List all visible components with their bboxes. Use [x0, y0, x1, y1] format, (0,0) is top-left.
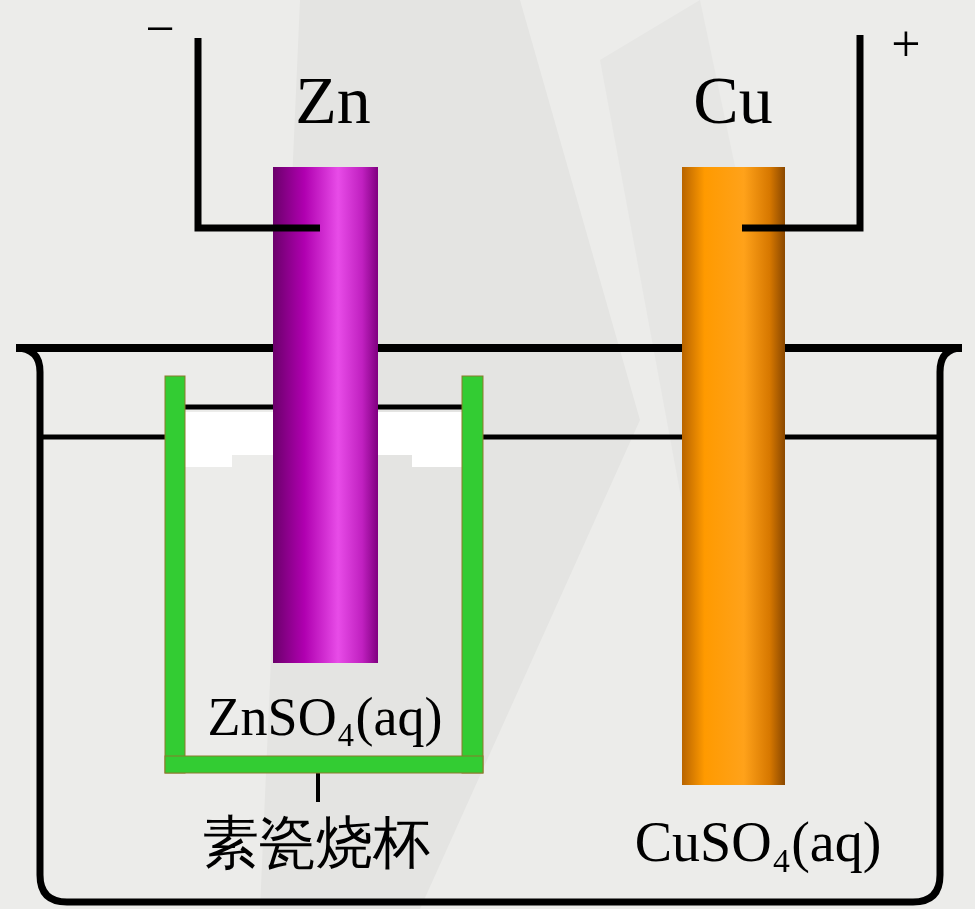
solution-label: CuSO₄(aq)	[635, 814, 882, 870]
cup-wall	[165, 756, 483, 773]
electrode-label: Cu	[693, 66, 772, 134]
solution-label: ZnSO₄(aq)	[208, 690, 443, 744]
liquid-level	[40, 435, 165, 440]
zinc-electrode: Zn	[273, 167, 378, 663]
part-label: 素瓷烧杯	[202, 814, 430, 871]
beaker-outline	[16, 348, 962, 902]
electrode-label: Zn	[295, 66, 371, 134]
cu-wire	[742, 35, 860, 228]
cup-wall	[165, 376, 185, 773]
polarity-sign: −	[145, 3, 174, 55]
leader-line	[316, 773, 320, 802]
beaker-rim	[16, 344, 962, 352]
zn-wire	[198, 38, 320, 228]
porous-cup: ZnZnSO₄(aq)素瓷烧杯	[165, 376, 483, 773]
polarity-sign: +	[891, 18, 920, 70]
outer-beaker: ZnZnSO₄(aq)素瓷烧杯CuCuSO₄(aq)	[40, 348, 940, 903]
copper-electrode: Cu	[682, 167, 785, 785]
cup-wall	[462, 376, 483, 773]
